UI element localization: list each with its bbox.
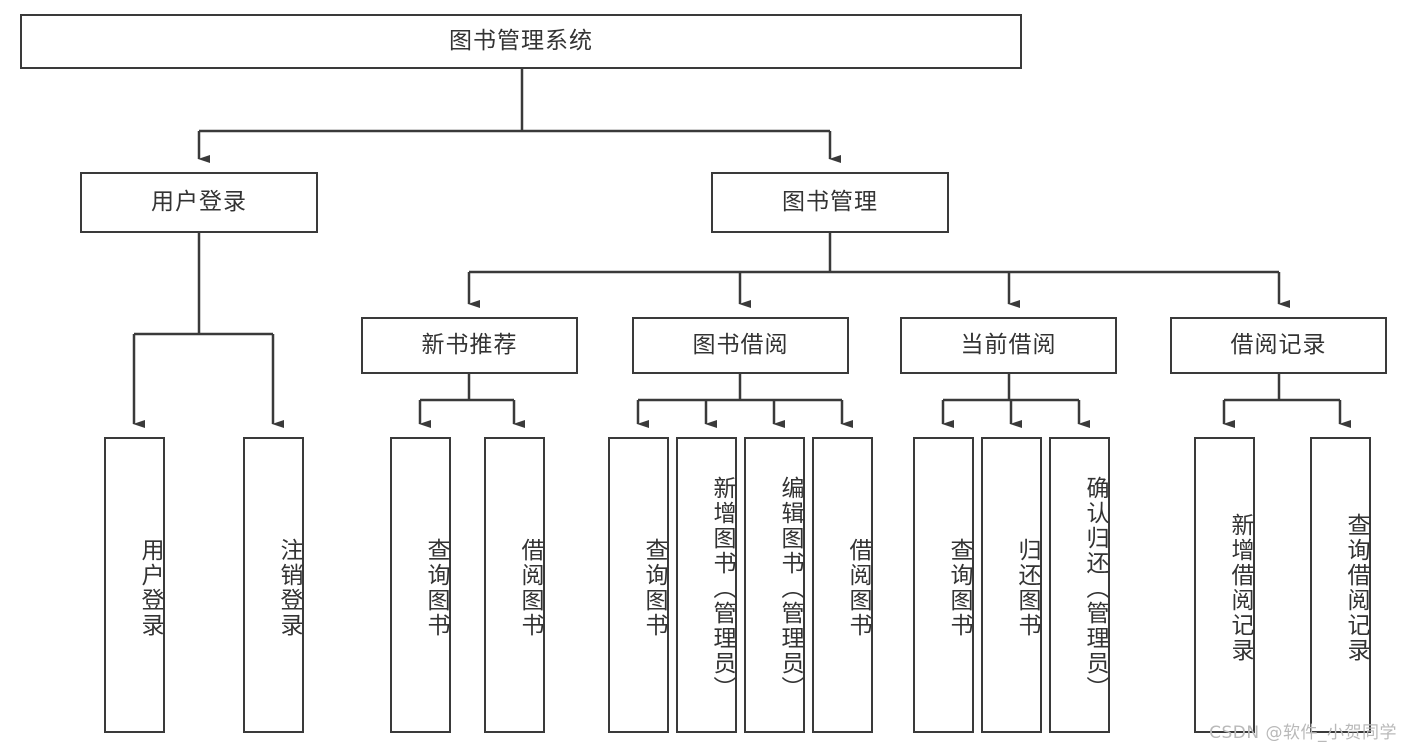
node-new-book-recommend[interactable]: 新书推荐: [361, 317, 578, 374]
node-label: 用户登录: [137, 538, 163, 638]
leaf-borrow-borrow-book[interactable]: 借阅图书: [812, 437, 873, 733]
node-label: 当前借阅: [960, 331, 1057, 358]
leaf-borrow-edit-book-admin[interactable]: 编辑图书（管理员）: [744, 437, 805, 733]
node-label: 查询图书: [423, 538, 449, 638]
node-label: 借阅图书: [845, 538, 871, 638]
leaf-user-login-signout[interactable]: 注销登录: [243, 437, 304, 733]
node-label: 图书管理系统: [449, 27, 593, 54]
node-label: 图书管理: [782, 188, 878, 215]
node-label: 编辑图书（管理员）: [777, 475, 803, 701]
node-book-borrow[interactable]: 图书借阅: [632, 317, 849, 374]
node-label: 注销登录: [276, 538, 302, 638]
watermark-text: CSDN @软件_小贺同学: [1209, 723, 1397, 743]
node-book-management[interactable]: 图书管理: [711, 172, 949, 233]
node-label: 归还图书: [1014, 538, 1040, 638]
node-label: 确认归还（管理员）: [1082, 475, 1108, 701]
node-current-borrow[interactable]: 当前借阅: [900, 317, 1117, 374]
leaf-current-confirm-return-admin[interactable]: 确认归还（管理员）: [1049, 437, 1110, 733]
node-label: 查询借阅记录: [1343, 513, 1369, 663]
node-user-login[interactable]: 用户登录: [80, 172, 318, 233]
node-label: 查询图书: [946, 538, 972, 638]
leaf-recommend-borrow-book[interactable]: 借阅图书: [484, 437, 545, 733]
leaf-current-return-book[interactable]: 归还图书: [981, 437, 1042, 733]
node-label: 新增图书（管理员）: [709, 475, 735, 701]
leaf-record-add-record[interactable]: 新增借阅记录: [1194, 437, 1255, 733]
node-label: 图书借阅: [692, 331, 789, 358]
node-label: 借阅记录: [1230, 331, 1327, 358]
node-label: 借阅图书: [517, 538, 543, 638]
node-root-system[interactable]: 图书管理系统: [20, 14, 1022, 69]
leaf-borrow-query-book[interactable]: 查询图书: [608, 437, 669, 733]
node-borrow-record[interactable]: 借阅记录: [1170, 317, 1387, 374]
leaf-record-query-record[interactable]: 查询借阅记录: [1310, 437, 1371, 733]
node-label: 新书推荐: [421, 331, 518, 358]
leaf-recommend-query-book[interactable]: 查询图书: [390, 437, 451, 733]
node-label: 用户登录: [151, 188, 247, 215]
leaf-user-login-signin[interactable]: 用户登录: [104, 437, 165, 733]
node-label: 查询图书: [641, 538, 667, 638]
leaf-borrow-add-book-admin[interactable]: 新增图书（管理员）: [676, 437, 737, 733]
node-label: 新增借阅记录: [1227, 513, 1253, 663]
leaf-current-query-book[interactable]: 查询图书: [913, 437, 974, 733]
